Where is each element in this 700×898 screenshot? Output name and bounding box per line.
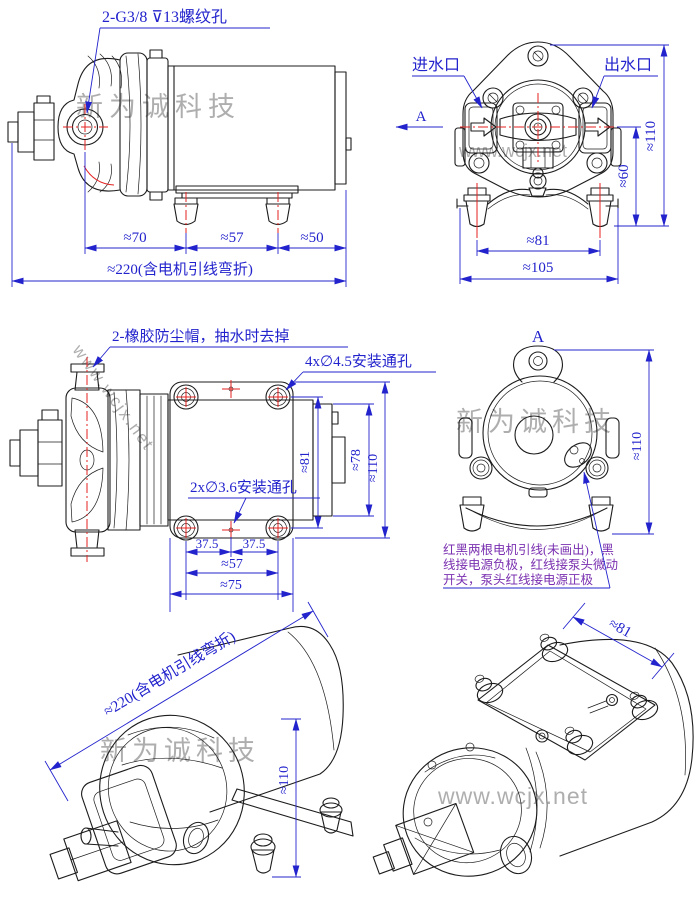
section-a-motor-rear (458, 345, 620, 532)
front-pump-head (454, 41, 622, 228)
dim-70: ≈70 (123, 230, 146, 246)
dim-220: ≈220(含电机引线弯折) (107, 261, 253, 278)
note-line-1: 红黑两根电机引线(未画出)，黑 (443, 542, 614, 557)
section-a-view-label: A (532, 327, 545, 346)
dim-110: ≈110 (277, 766, 292, 794)
view-iso-right: www.wcjx.net (372, 602, 694, 877)
view-front: www.wcjx.net (395, 41, 669, 284)
note-line-2: 线接电源负极，红线接泵头微动 (443, 557, 618, 572)
outlet-label: 出水口 (604, 56, 652, 74)
side-dimensions: ≈70 ≈57 ≈50 ≈220(含电机引线弯折) (11, 143, 347, 287)
dim-37a: 37.5 (196, 536, 219, 551)
watermark-brand: 新为诚科技 (76, 92, 241, 122)
front-port-callouts: 进水口 出水口 (412, 56, 658, 109)
watermark-brand: 新为诚科技 (100, 736, 260, 766)
note-line-3: 开关，泵头红线接电源正极 (443, 572, 594, 587)
front-dimensions: ≈110 ≈60 ≈81 ≈105 (459, 44, 669, 284)
top-pump-body (9, 363, 346, 557)
dim-78: ≈78 (349, 449, 364, 471)
red-arc (83, 165, 115, 186)
side-thread-callout: 2-G3/8 ⊽13螺纹孔 (85, 8, 270, 114)
top-dimensions: 37.5 37.5 ≈57 ≈75 ≈81 ≈78 ≈110 (169, 381, 390, 612)
iso-right-dimension: ≈81 (562, 602, 675, 680)
iso-right-pump (372, 633, 694, 877)
watermark-site: www.wcjx.net (458, 141, 567, 161)
dim-110: ≈110 (366, 454, 381, 482)
section-a-wiring-note: 红黑两根电机引线(未画出)，黑 线接电源负极，红线接泵头微动 开关，泵头红线接电… (443, 471, 618, 589)
watermark-site: www.wcjx.net (68, 340, 158, 454)
front-section-marker: A (395, 109, 443, 131)
dim-110: ≈110 (643, 121, 659, 151)
dim-105: ≈105 (523, 260, 554, 276)
dim-57: ≈57 (221, 557, 243, 572)
caps-callout-label: 2-橡胶防尘帽，抽水时去掉 (112, 328, 290, 345)
hole-crosshairs (176, 380, 288, 539)
inlet-flow-arrow (470, 117, 497, 137)
section-label-a: A (416, 109, 427, 125)
rubber-feet (474, 633, 659, 756)
dim-110: ≈110 (630, 432, 645, 460)
top-centerlines (86, 357, 288, 562)
view-side: 新为诚科技 (7, 8, 352, 287)
outlet-flow-arrow (584, 117, 611, 137)
dim-50: ≈50 (300, 230, 323, 246)
dim-57: ≈57 (220, 230, 244, 246)
inlet-label: 进水口 (412, 56, 460, 74)
holes2-callout-label: 2x∅3.6安装通孔 (190, 479, 297, 496)
dim-220: ≈220(含电机引线弯折) (100, 627, 238, 720)
top-callouts: 2-橡胶防尘帽，抽水时去掉 4x∅4.5安装通孔 2x∅3.6安装通孔 (92, 328, 436, 524)
watermark-brand: 新为诚科技 (456, 407, 616, 437)
holes4-callout-label: 4x∅4.5安装通孔 (305, 353, 412, 370)
dim-81: ≈81 (526, 233, 549, 249)
dim-60: ≈60 (616, 164, 632, 187)
front-centerlines (460, 93, 616, 238)
dim-37b: 37.5 (243, 536, 266, 551)
side-pump-body (7, 49, 352, 226)
view-iso-left: 新为诚科技 (44, 601, 354, 882)
dim-75: ≈75 (220, 578, 242, 593)
view-section-a: 新为诚科技 A ≈110 红黑两根电 (443, 327, 654, 589)
view-top: www.wcjx.net (9, 328, 436, 612)
watermark-site: www.wcjx.net (437, 783, 588, 809)
side-centerlines (63, 104, 279, 233)
dim-81: ≈81 (298, 451, 313, 473)
section-a-dimension: ≈110 (554, 349, 654, 535)
thread-callout-label: 2-G3/8 ⊽13螺纹孔 (102, 8, 227, 26)
